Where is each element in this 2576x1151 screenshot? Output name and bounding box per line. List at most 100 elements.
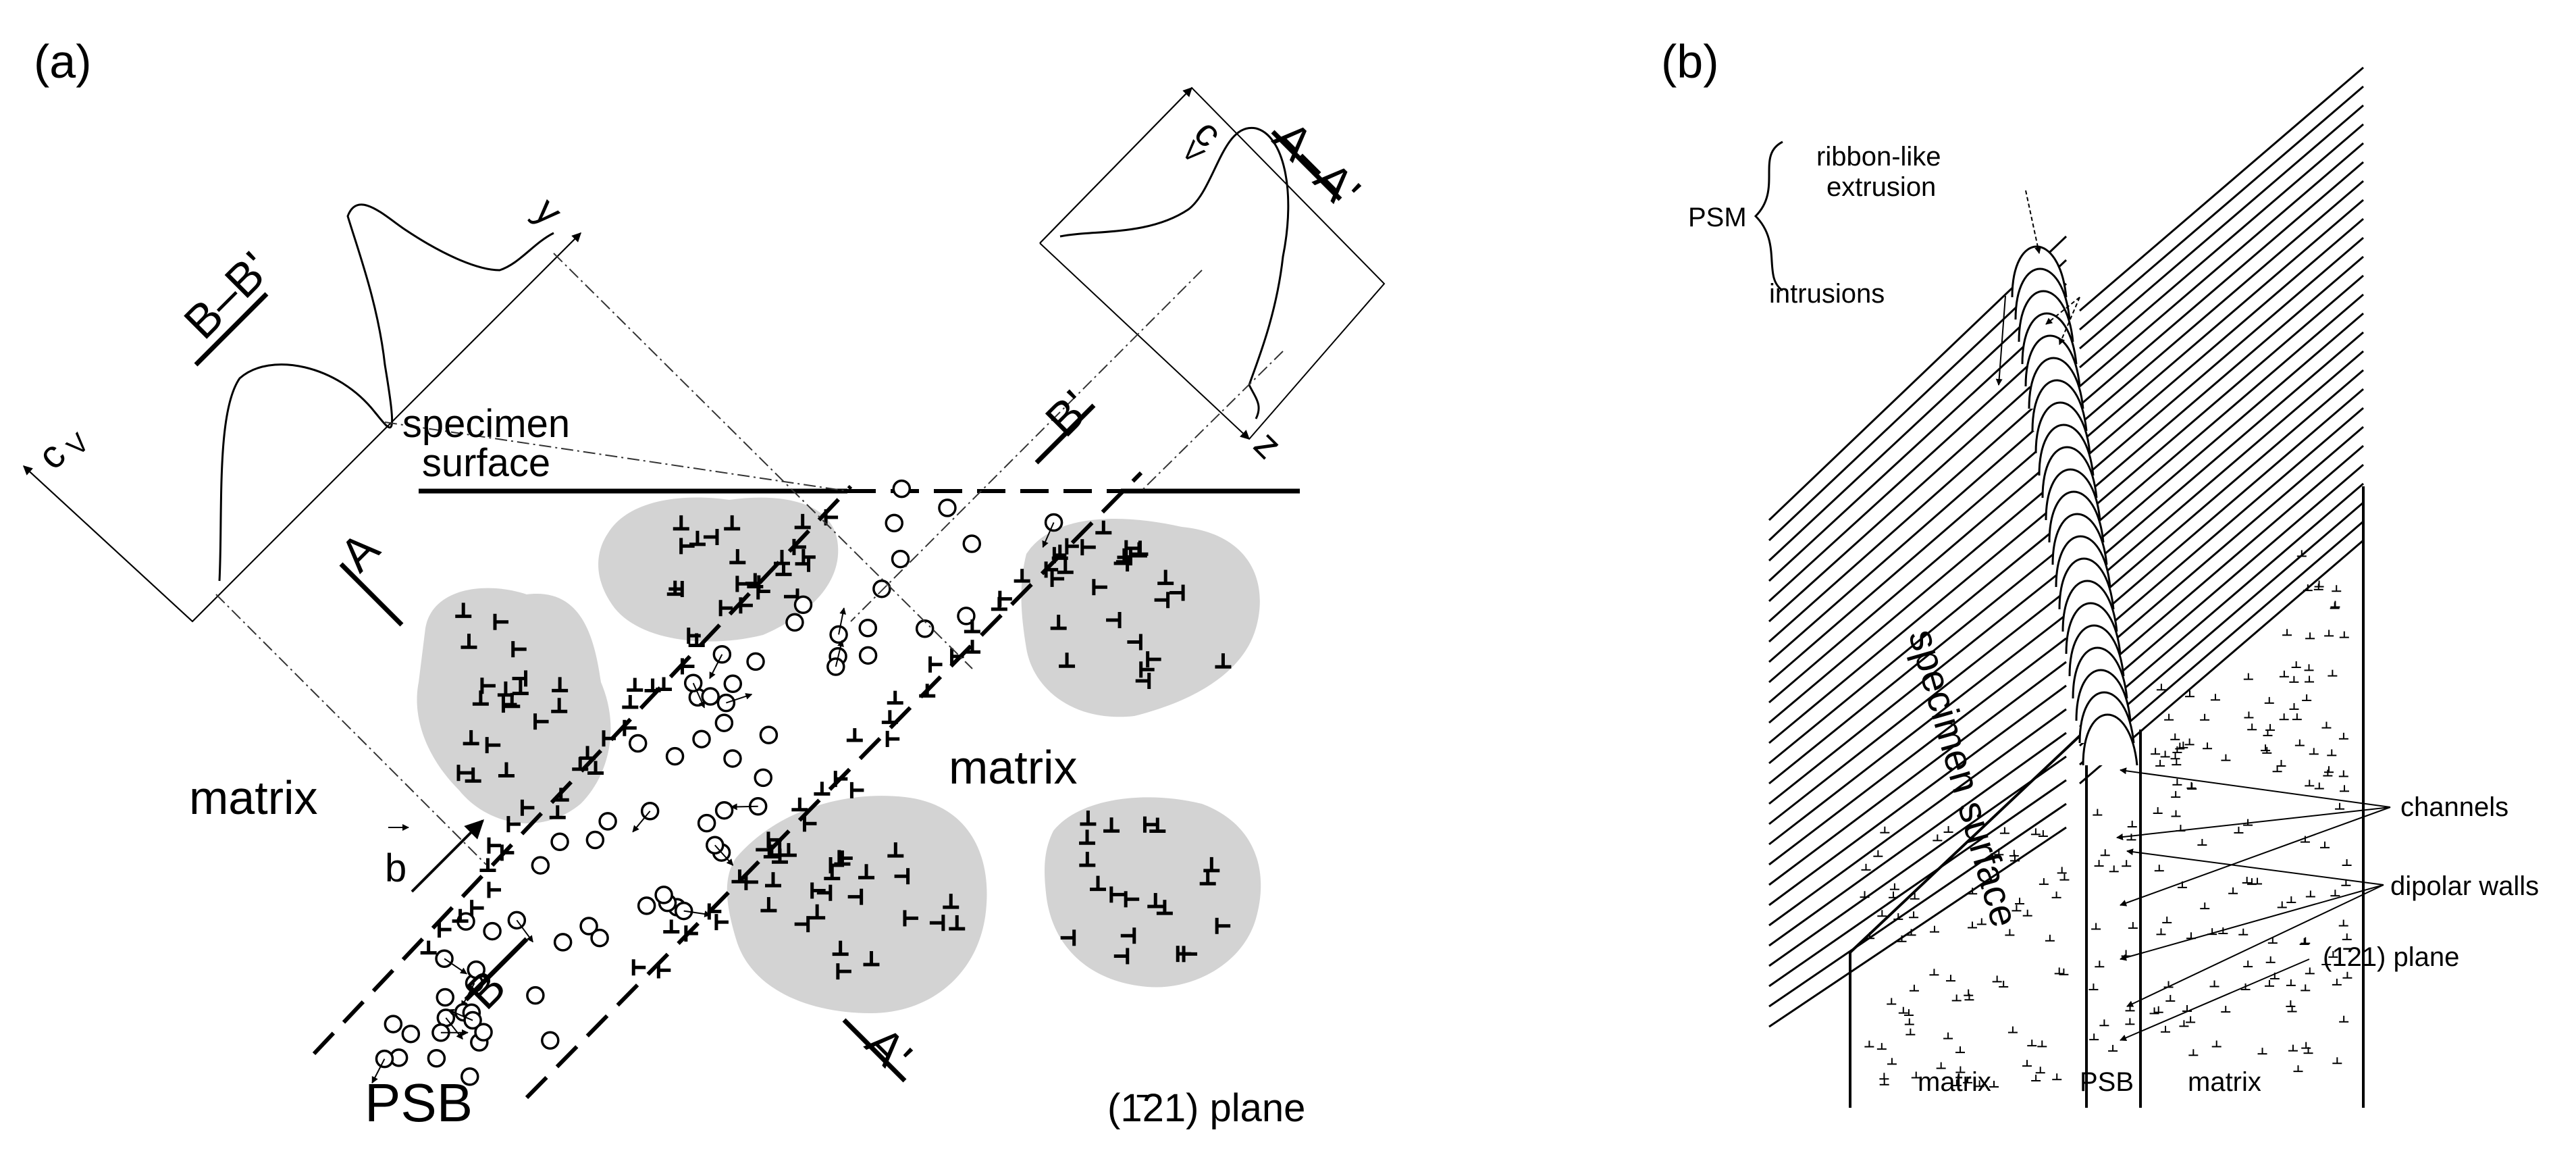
extrusion-hatch-line <box>2079 142 2364 388</box>
dislocation-symbol <box>2313 583 2323 590</box>
surface-hatch-line <box>1768 826 2067 1028</box>
edge-dislocation <box>703 529 719 546</box>
surface-hatch-line <box>1768 779 2067 988</box>
dislocation-symbol <box>1873 850 1883 857</box>
dislocation-symbol <box>2005 929 2015 936</box>
dislocation-symbol <box>1879 1078 1889 1085</box>
dislocation-symbol <box>2160 750 2170 758</box>
edge-dislocation <box>724 515 741 531</box>
dislocation-symbol <box>2330 890 2340 897</box>
dislocation-symbol <box>2238 928 2249 936</box>
wall-dislocation <box>801 548 816 565</box>
vacancy-motion-arrow <box>709 654 723 680</box>
specimen-surface-label-line2: surface <box>422 441 550 485</box>
vacancy <box>654 886 673 904</box>
vacancy <box>483 921 502 941</box>
extrusion-hatch-line <box>2079 293 2364 539</box>
dislocation-symbol <box>2037 1040 2047 1048</box>
surface-hatch-line <box>1768 306 2068 582</box>
vacancy <box>759 725 779 744</box>
dislocation-symbol <box>2243 819 2253 826</box>
edge-dislocation <box>666 580 683 596</box>
dislocation-symbol <box>2203 742 2213 750</box>
wall-dislocation <box>656 677 673 691</box>
wall-dislocation <box>964 640 981 654</box>
edge-dislocation <box>1120 927 1136 944</box>
surface-hatch-line <box>1768 282 2068 562</box>
wall-dislocation <box>928 656 943 673</box>
edge-dislocation <box>1080 539 1096 556</box>
edge-dislocation <box>1113 948 1130 965</box>
wall-dislocation <box>520 799 535 816</box>
dislocation-symbol <box>2170 733 2180 740</box>
wall-dislocation <box>622 694 639 709</box>
extrusion-lamella <box>2082 713 2138 766</box>
wall-dislocation <box>1095 520 1112 535</box>
extrusion-hatch-line <box>2079 236 2364 482</box>
dislocation-symbol <box>1910 892 1920 900</box>
vacancy-motion-arrow <box>714 844 734 866</box>
matrix-label-b-right: matrix <box>2188 1067 2261 1097</box>
dislocation-symbol <box>1968 921 1978 929</box>
edge-dislocation <box>949 915 966 931</box>
dislocation-symbol <box>2265 956 2276 963</box>
dislocation-symbol <box>2211 1040 2222 1048</box>
dislocation-symbol <box>1933 834 1943 842</box>
dislocation-symbol <box>2342 971 2352 979</box>
dislocation-symbol <box>2095 961 2105 968</box>
surface-hatch-line <box>1768 637 2067 866</box>
dislocation-symbol <box>1860 891 1870 898</box>
dislocation-symbol <box>1945 975 1955 982</box>
edge-dislocation <box>552 677 569 692</box>
vacancy <box>938 498 957 517</box>
extrusion-hatch-line <box>2079 350 2364 596</box>
dislocation-symbol <box>1999 980 2009 988</box>
vacancy-motion-arrow <box>683 910 712 918</box>
dipolar-walls-label: dipolar walls <box>2390 871 2539 901</box>
vacancy <box>467 960 485 979</box>
vacancy <box>701 687 720 706</box>
wall-dislocation <box>849 782 864 798</box>
edge-dislocation <box>1135 672 1151 689</box>
extrusion-hatch-line <box>2079 255 2364 501</box>
dislocation-symbol <box>2296 550 2307 557</box>
edge-dislocation <box>1154 592 1170 609</box>
dislocation-symbol <box>1879 1073 1889 1080</box>
dislocation-symbol <box>2121 950 2131 957</box>
vacancy-motion-arrow <box>838 607 847 635</box>
dislocation-symbol <box>1955 1066 1966 1073</box>
z-axis-label: z <box>1246 422 1290 467</box>
edge-dislocation <box>455 603 472 618</box>
edge-dislocation <box>858 864 875 879</box>
specimen-bulk-outline <box>1849 486 2365 1108</box>
vacancy <box>858 619 878 638</box>
surface-hatch-line <box>1768 613 2067 846</box>
extrusion-hatch-line <box>2079 85 2364 331</box>
edge-dislocation <box>1127 634 1142 650</box>
dislocation-symbol <box>2015 897 2025 904</box>
dislocation-symbol <box>1880 826 1890 834</box>
vacancy <box>436 988 455 1007</box>
vacancy-motion-arrow <box>444 958 467 975</box>
matrix-label-left: matrix <box>189 771 318 824</box>
vacancy <box>598 812 617 831</box>
dislocation-symbol <box>2197 839 2207 846</box>
dislocation-symbol <box>2172 778 2182 786</box>
wall-dislocation <box>1044 561 1059 578</box>
dislocation-symbol <box>2332 978 2342 986</box>
edge-dislocation <box>809 904 826 920</box>
dislocation-symbol <box>2128 922 2138 929</box>
dislocation-symbol <box>2027 1040 2037 1047</box>
dislocation-symbol <box>2221 754 2231 761</box>
leader-line <box>2116 807 2391 840</box>
edge-dislocation <box>485 737 501 754</box>
dislocation-symbol <box>2122 860 2132 867</box>
extrusion-hatch-line <box>2079 180 2364 426</box>
dislocation-symbol <box>2156 684 2166 691</box>
edge-dislocation <box>533 713 549 730</box>
section-marker-b-prime: B' <box>1035 380 1101 446</box>
surface-hatch-line <box>1768 755 2067 967</box>
dislocation-symbol <box>2172 759 2182 766</box>
vacancy <box>474 1023 493 1042</box>
